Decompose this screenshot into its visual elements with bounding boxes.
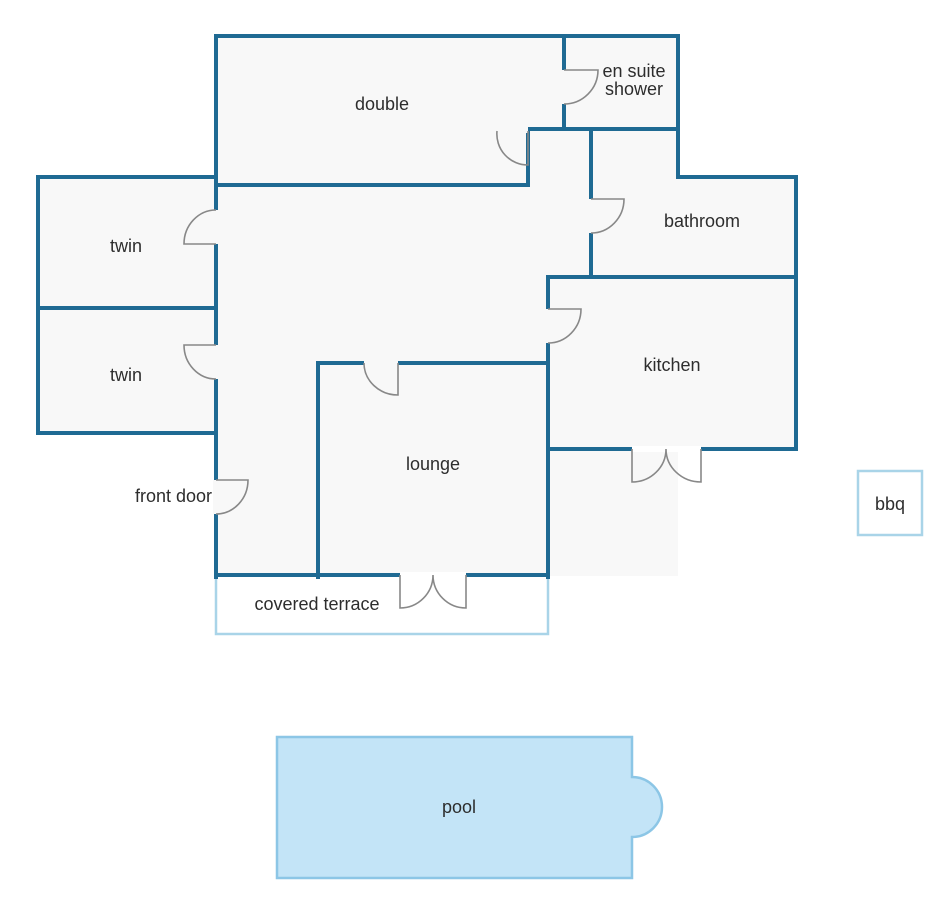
outdoor-structures bbox=[214, 469, 924, 636]
lounge-door bbox=[363, 362, 399, 396]
room-labels: double en suite shower bathroom twin twi… bbox=[110, 61, 905, 817]
label-kitchen: kitchen bbox=[643, 355, 700, 375]
label-bbq: bbq bbox=[875, 494, 905, 514]
lounge-double-door bbox=[399, 574, 467, 609]
bathroom-door bbox=[590, 198, 625, 234]
twin-lower-door bbox=[183, 344, 217, 380]
door-swings bbox=[183, 69, 702, 609]
front-door-swing bbox=[215, 479, 249, 515]
label-twin-upper: twin bbox=[110, 236, 142, 256]
bbq-outline bbox=[856, 469, 924, 537]
label-bathroom: bathroom bbox=[664, 211, 740, 231]
label-twin-lower: twin bbox=[110, 365, 142, 385]
en-suite-door bbox=[563, 69, 599, 105]
kitchen-door bbox=[547, 308, 582, 344]
double-bedroom-door bbox=[496, 130, 529, 166]
label-pool: pool bbox=[442, 797, 476, 817]
label-en-suite-shower: shower bbox=[605, 79, 663, 99]
label-double: double bbox=[355, 94, 409, 114]
label-front-door: front door bbox=[135, 486, 212, 506]
floor-fills bbox=[38, 36, 796, 576]
kitchen-double-door bbox=[631, 448, 702, 483]
pool-shape bbox=[275, 735, 664, 880]
label-covered-terrace: covered terrace bbox=[254, 594, 379, 614]
twin-upper-door bbox=[183, 209, 217, 245]
label-lounge: lounge bbox=[406, 454, 460, 474]
label-en-suite: en suite bbox=[602, 61, 665, 81]
